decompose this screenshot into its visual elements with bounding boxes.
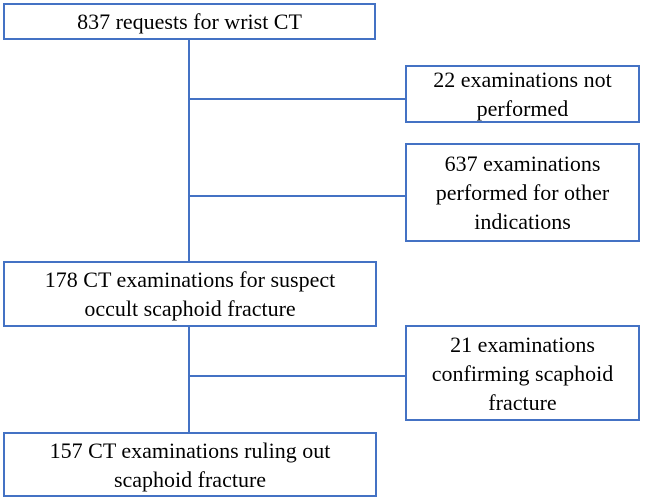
flow-box-suspect-occult-fracture: 178 CT examinations for suspect occult s… [3,261,377,327]
flow-box-other-indications: 637 examinations performed for other ind… [405,143,640,242]
connector-suspect-to-ruling-out [188,327,190,432]
connector-branch-not-performed [189,98,405,100]
connector-branch-confirming [189,375,405,377]
flow-box-requests: 837 requests for wrist CT [3,3,376,40]
flow-box-ruling-out-fracture: 157 CT examinations ruling out scaphoid … [3,432,377,497]
connector-branch-other-indications [189,195,405,197]
flow-box-confirming-fracture: 21 examinations confirming scaphoid frac… [405,325,640,421]
flow-box-not-performed: 22 examinations not performed [405,65,640,123]
connector-requests-to-suspect [188,40,190,261]
